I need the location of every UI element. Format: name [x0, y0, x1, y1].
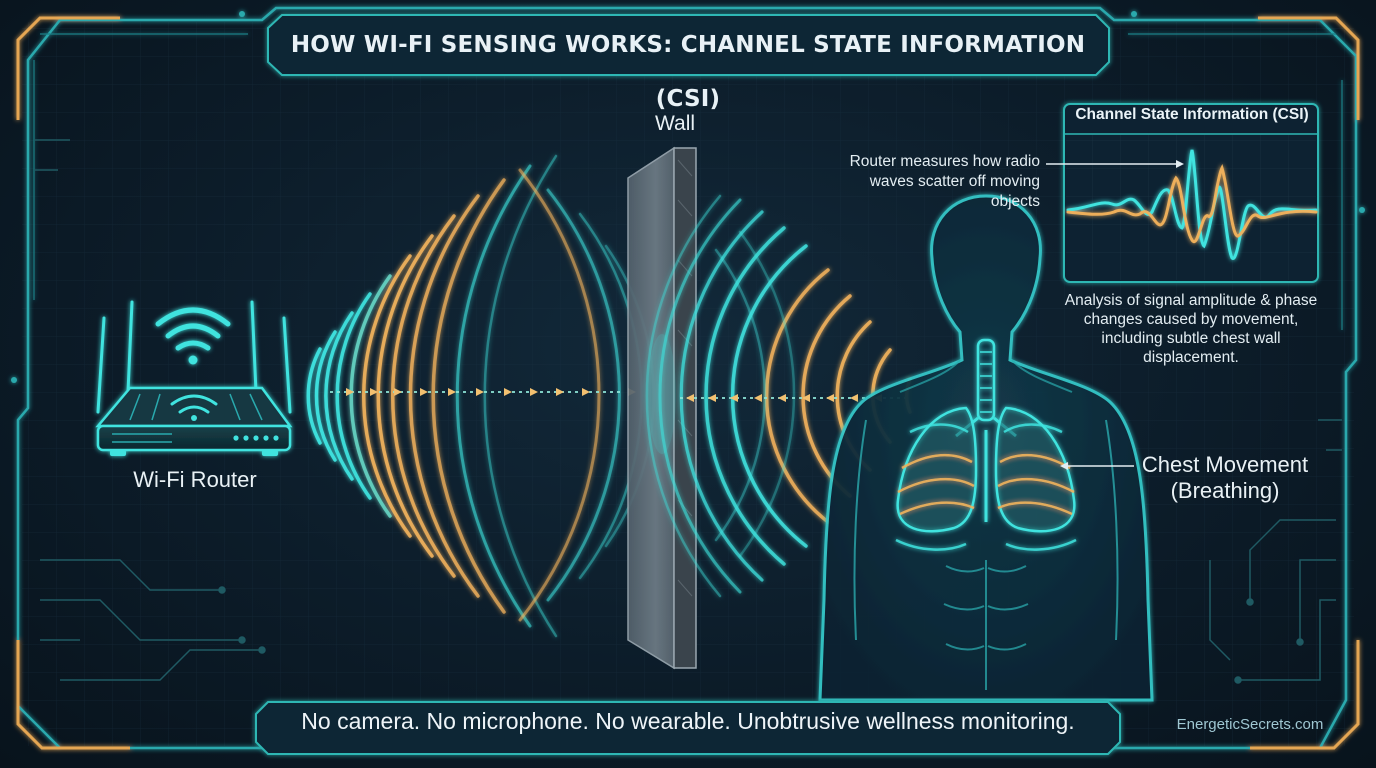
router-label: Wi-Fi Router	[133, 467, 257, 492]
outer-frame	[11, 6, 1365, 750]
footer-tagline: No camera. No microphone. No wearable. U…	[301, 708, 1075, 734]
wall-label: Wall	[654, 112, 696, 135]
scatter-note: Router measures how radio waves scatter …	[849, 153, 1040, 210]
wall	[627, 146, 697, 670]
csi-waveform	[1066, 149, 1318, 260]
router-icon	[95, 300, 293, 456]
csi-description: Analysis of signal amplitude & phase cha…	[1064, 292, 1318, 366]
arrowheads-left	[346, 388, 636, 396]
wifi-icon	[155, 307, 231, 365]
signal-waves-left	[306, 154, 558, 638]
title-box	[267, 14, 1110, 76]
arrowheads-right	[686, 394, 882, 402]
reflected-waves-right	[714, 230, 796, 558]
pointer-arrow-chest	[1060, 462, 1134, 470]
circuit-traces	[34, 139, 1342, 684]
pointer-arrow-scatter	[1046, 160, 1184, 168]
chest-movement-label: Chest Movement (Breathing)	[1141, 452, 1309, 503]
footer-box	[255, 701, 1121, 755]
page-title: HOW WI-FI SENSING WORKS: CHANNEL STATE I…	[290, 32, 1086, 112]
brand-link[interactable]: EnergeticSecrets.com	[1176, 716, 1324, 733]
csi-panel	[1063, 103, 1319, 283]
csi-panel-title: Channel State Information (CSI)	[1075, 106, 1309, 123]
lungs-icon	[895, 338, 1077, 551]
